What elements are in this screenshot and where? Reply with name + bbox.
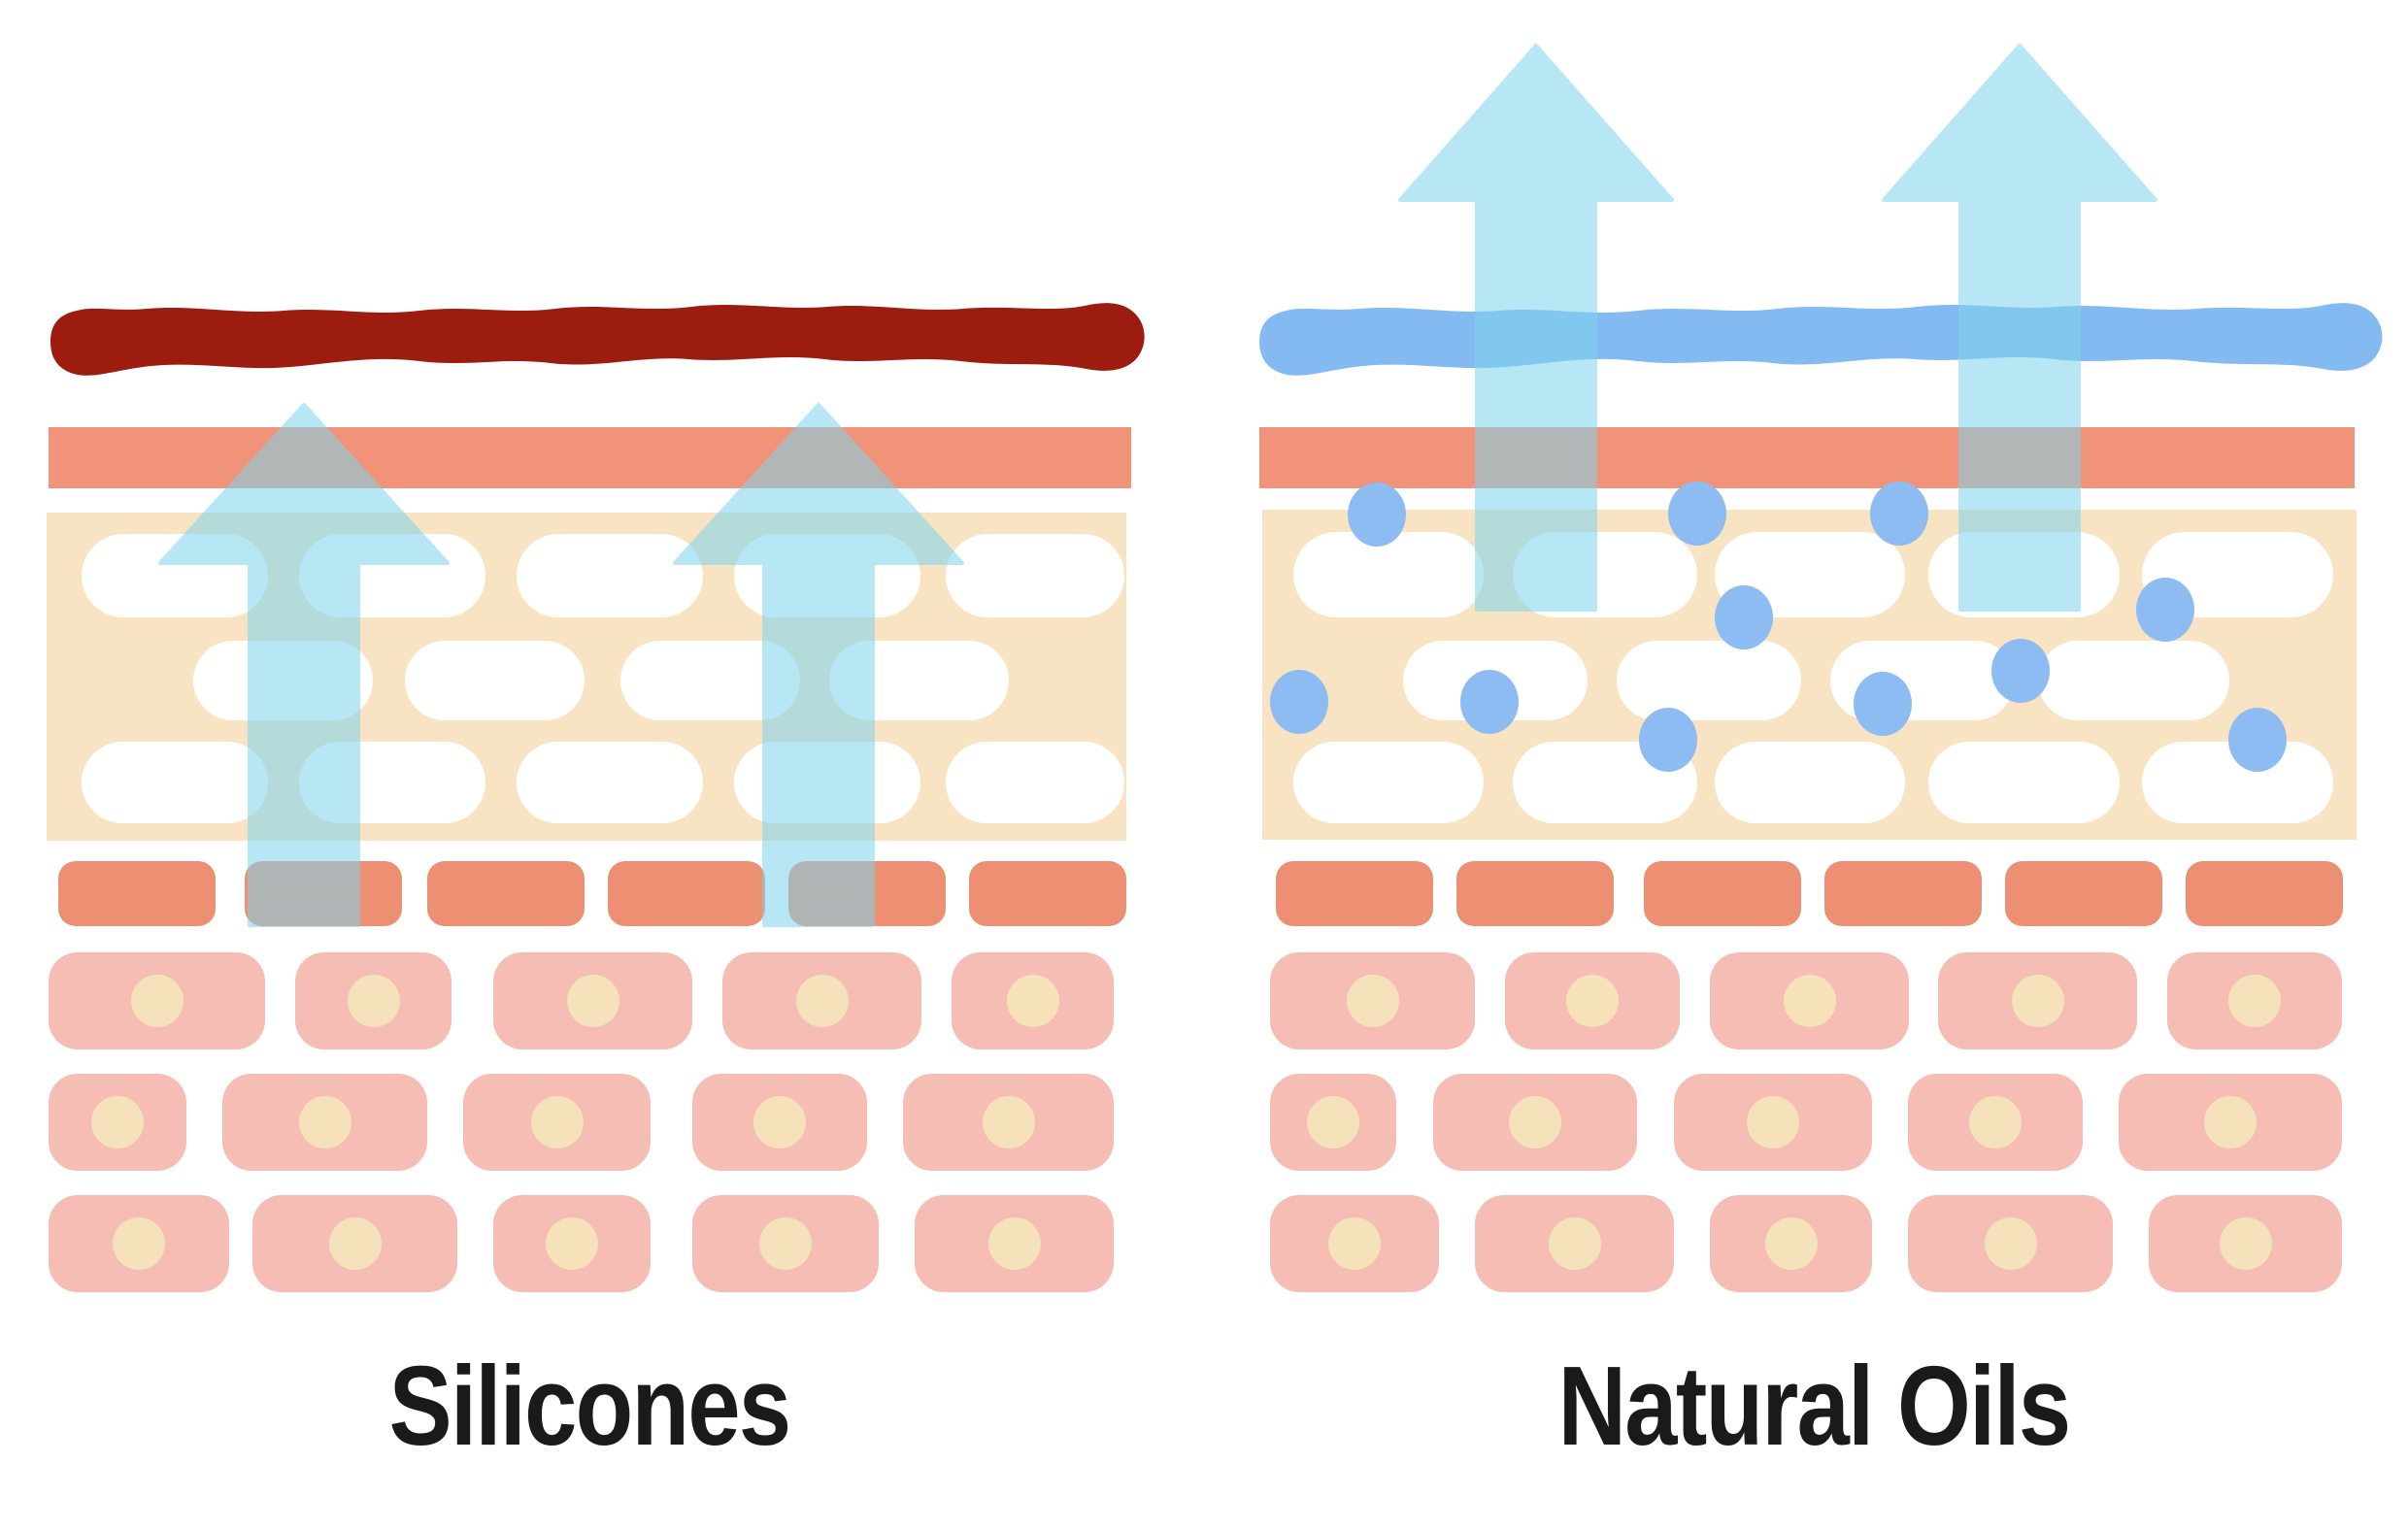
cell-nucleus — [2204, 1096, 2257, 1148]
corneocyte-blob — [517, 534, 703, 617]
corneocyte-blob — [1293, 742, 1484, 823]
moisture-dot — [2136, 578, 2194, 642]
moisture-dot — [1639, 708, 1697, 772]
cell-nucleus — [1346, 975, 1399, 1027]
granular-cell — [427, 861, 585, 926]
moisture-dot — [2228, 708, 2287, 772]
cell-nucleus — [1764, 1217, 1818, 1270]
natural-oil-film-layer — [1259, 303, 2383, 376]
cell-nucleus — [1984, 1217, 2037, 1270]
cell-nucleus — [753, 1096, 806, 1148]
moisture-dot — [1348, 482, 1406, 547]
cell-nucleus — [298, 1096, 351, 1148]
cell-nucleus — [91, 1096, 144, 1148]
corneocyte-blob — [2038, 641, 2229, 720]
cell-nucleus — [2011, 975, 2064, 1027]
corneocyte-blob — [734, 534, 920, 617]
panel-label-natural-oils: Natural Oils — [1557, 1343, 2071, 1469]
cell-nucleus — [1783, 975, 1836, 1027]
silicone-film-layer — [50, 303, 1145, 376]
cell-nucleus — [795, 975, 849, 1027]
corneocyte-blob — [1617, 641, 1801, 720]
cell-nucleus — [546, 1217, 598, 1270]
cell-nucleus — [982, 1096, 1035, 1148]
corneocyte-blob — [299, 742, 485, 823]
granular-cell — [788, 861, 946, 926]
cell-nucleus — [1548, 1217, 1601, 1270]
cell-nucleus — [2219, 1217, 2272, 1270]
stratum-surface-bar-silicones — [49, 427, 1131, 488]
cell-nucleus — [1509, 1096, 1561, 1148]
corneocyte-blob — [517, 742, 703, 823]
cell-nucleus — [566, 975, 619, 1027]
cell-nucleus — [530, 1096, 584, 1148]
cell-nucleus — [1747, 1096, 1799, 1148]
corneocyte-blob — [829, 641, 1009, 720]
cell-nucleus — [1566, 975, 1619, 1027]
corneocyte-blob — [193, 641, 373, 720]
moisture-dot — [1854, 672, 1912, 736]
granular-cell — [2186, 861, 2343, 926]
corneocyte-blob — [1513, 532, 1697, 617]
corneocyte-blob — [1928, 532, 2120, 617]
granular-cell — [2005, 861, 2162, 926]
stratum-surface-bar-natural-oils — [1259, 427, 2355, 488]
corneocyte-blob — [946, 742, 1124, 823]
corneocyte-blob — [82, 742, 268, 823]
corneocyte-blob — [405, 641, 585, 720]
cell-nucleus — [113, 1217, 165, 1270]
cell-nucleus — [987, 1217, 1041, 1270]
moisture-dot — [1991, 639, 2050, 703]
cell-nucleus — [130, 975, 184, 1027]
panel-label-silicones: Silicones — [388, 1343, 791, 1469]
corneocyte-blob — [620, 641, 800, 720]
cell-nucleus — [1328, 1217, 1381, 1270]
cell-nucleus — [347, 975, 400, 1027]
granular-cell — [608, 861, 765, 926]
moisture-dot — [1870, 482, 1928, 546]
corneocyte-blob — [1293, 532, 1484, 617]
cell-nucleus — [1969, 1096, 2022, 1148]
cell-nucleus — [759, 1217, 812, 1270]
granular-cell — [969, 861, 1126, 926]
moisture-dot — [1270, 670, 1328, 734]
corneocyte-blob — [299, 534, 485, 617]
granular-cell — [245, 861, 402, 926]
cell-nucleus — [2228, 975, 2281, 1027]
granular-cell — [1456, 861, 1614, 926]
granular-cell — [1824, 861, 1982, 926]
moisture-dot — [1668, 482, 1726, 546]
cell-nucleus — [1307, 1096, 1359, 1148]
corneocyte-blob — [1715, 742, 1905, 823]
corneocyte-blob — [734, 742, 920, 823]
cell-nucleus — [1006, 975, 1059, 1027]
moisture-dot — [1715, 585, 1773, 649]
granular-cell — [1644, 861, 1801, 926]
corneocyte-blob — [82, 534, 268, 617]
corneocyte-blob — [1928, 742, 2120, 823]
moisture-dot — [1460, 670, 1519, 734]
granular-cell — [1276, 861, 1433, 926]
granular-cell — [58, 861, 216, 926]
cell-nucleus — [328, 1217, 382, 1270]
corneocyte-blob — [946, 534, 1124, 617]
